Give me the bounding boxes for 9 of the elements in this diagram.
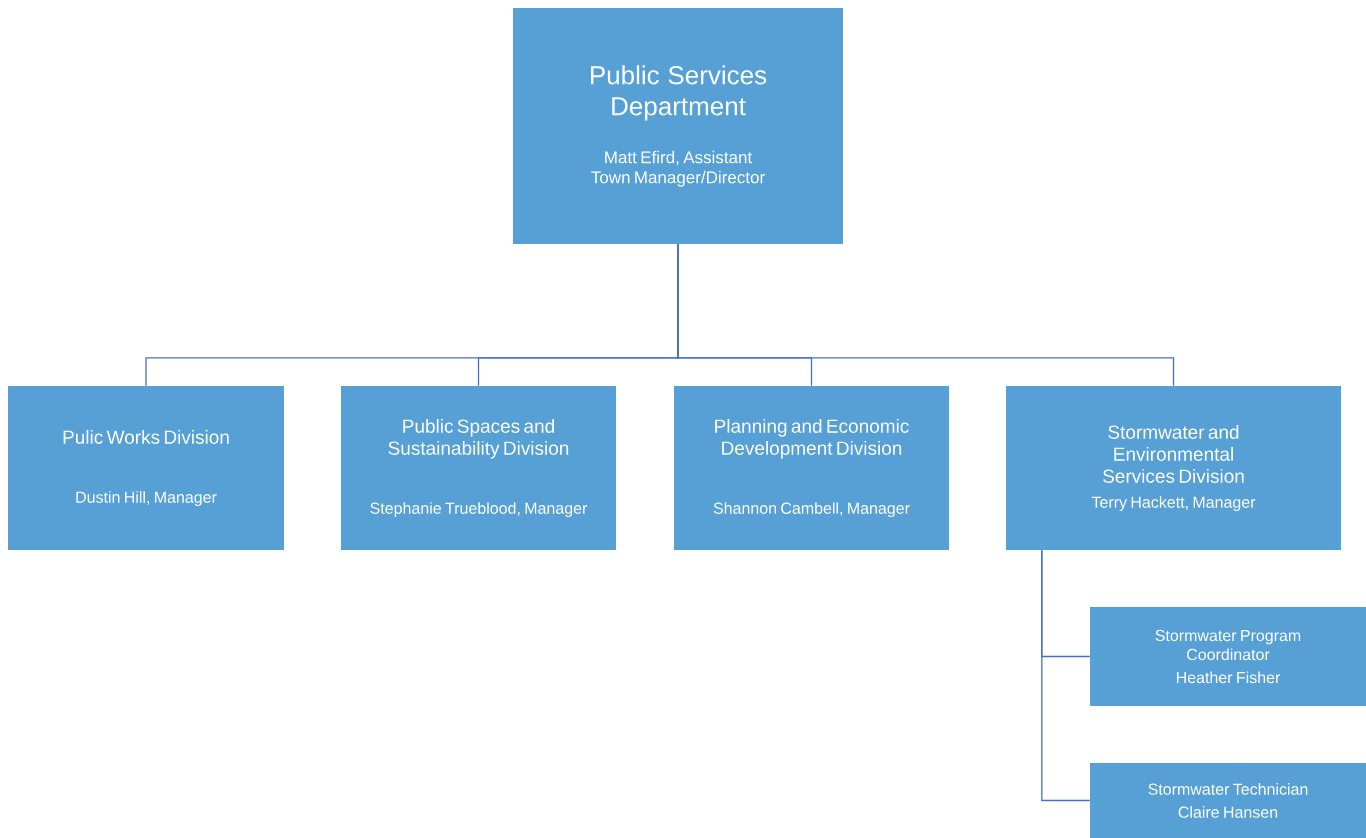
connector-line (1041, 549, 1091, 802)
org-box: Stormwater and Environmental Services Division Terry Hackett, Manager (1006, 386, 1341, 550)
org-box: Public Spaces and Sustainability Division Stephanie Trueblood, Manager (341, 386, 616, 550)
org-box: Stormwater Technician Claire Hansen (1090, 763, 1366, 838)
org-box: Public Services Department Matt Efird, Assistant Town Manager/Director (513, 8, 843, 244)
org-box: Planning and Economic Development Division Shannon Cambell, Manager (674, 386, 949, 550)
connector-line (677, 243, 1175, 387)
org-box: Pulic Works Division Dustin Hill, Manager (8, 386, 284, 550)
org-box: Stormwater Program Coordinator Heather Fisher (1090, 607, 1366, 706)
